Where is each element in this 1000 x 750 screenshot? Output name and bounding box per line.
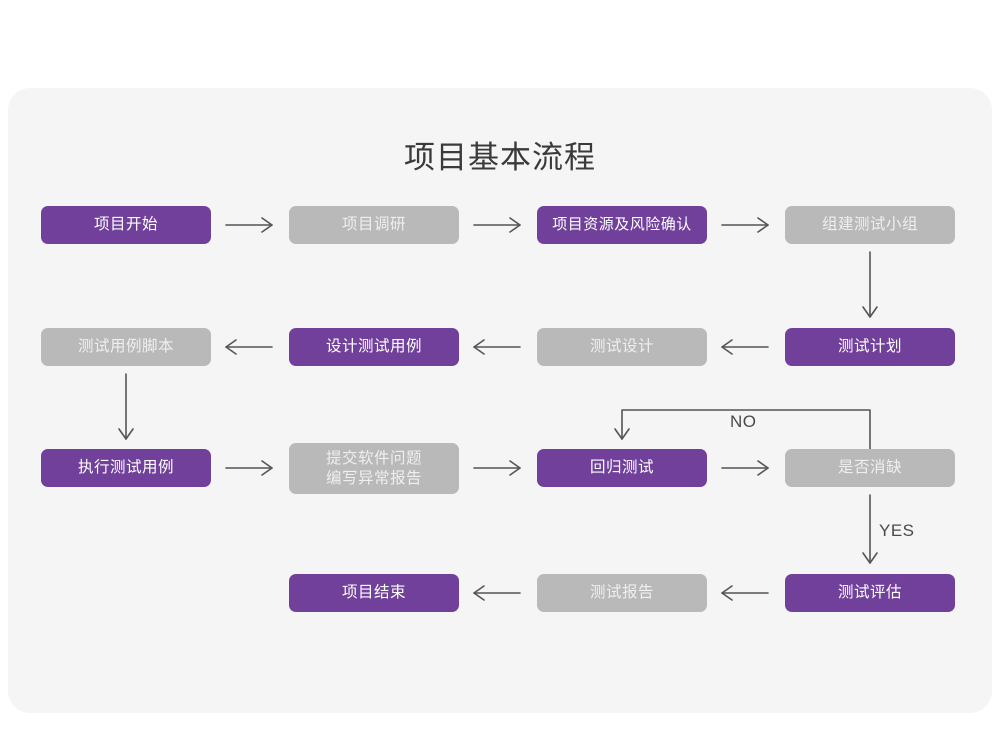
node-regression-test[interactable]: 回归测试 [537,449,707,487]
node-project-start[interactable]: 项目开始 [41,206,211,244]
node-design-test-case[interactable]: 设计测试用例 [289,328,459,366]
edge-label-yes: YES [879,521,915,540]
node-execute-test-case[interactable]: 执行测试用例 [41,449,211,487]
page-title: 项目基本流程 [404,140,596,175]
node-test-report[interactable]: 测试报告 [537,574,707,612]
edge-label-no: NO [730,412,757,431]
node-defect-cleared[interactable]: 是否消缺 [785,449,955,487]
node-project-research[interactable]: 项目调研 [289,206,459,244]
node-test-design[interactable]: 测试设计 [537,328,707,366]
node-submit-defect-report[interactable]: 提交软件问题 编写异常报告 [289,443,459,494]
content-card [8,88,992,713]
node-project-end[interactable]: 项目结束 [289,574,459,612]
node-test-case-script[interactable]: 测试用例脚本 [41,328,211,366]
node-test-plan[interactable]: 测试计划 [785,328,955,366]
node-resource-risk-confirm[interactable]: 项目资源及风险确认 [537,206,707,244]
node-build-test-team[interactable]: 组建测试小组 [785,206,955,244]
node-test-evaluation[interactable]: 测试评估 [785,574,955,612]
